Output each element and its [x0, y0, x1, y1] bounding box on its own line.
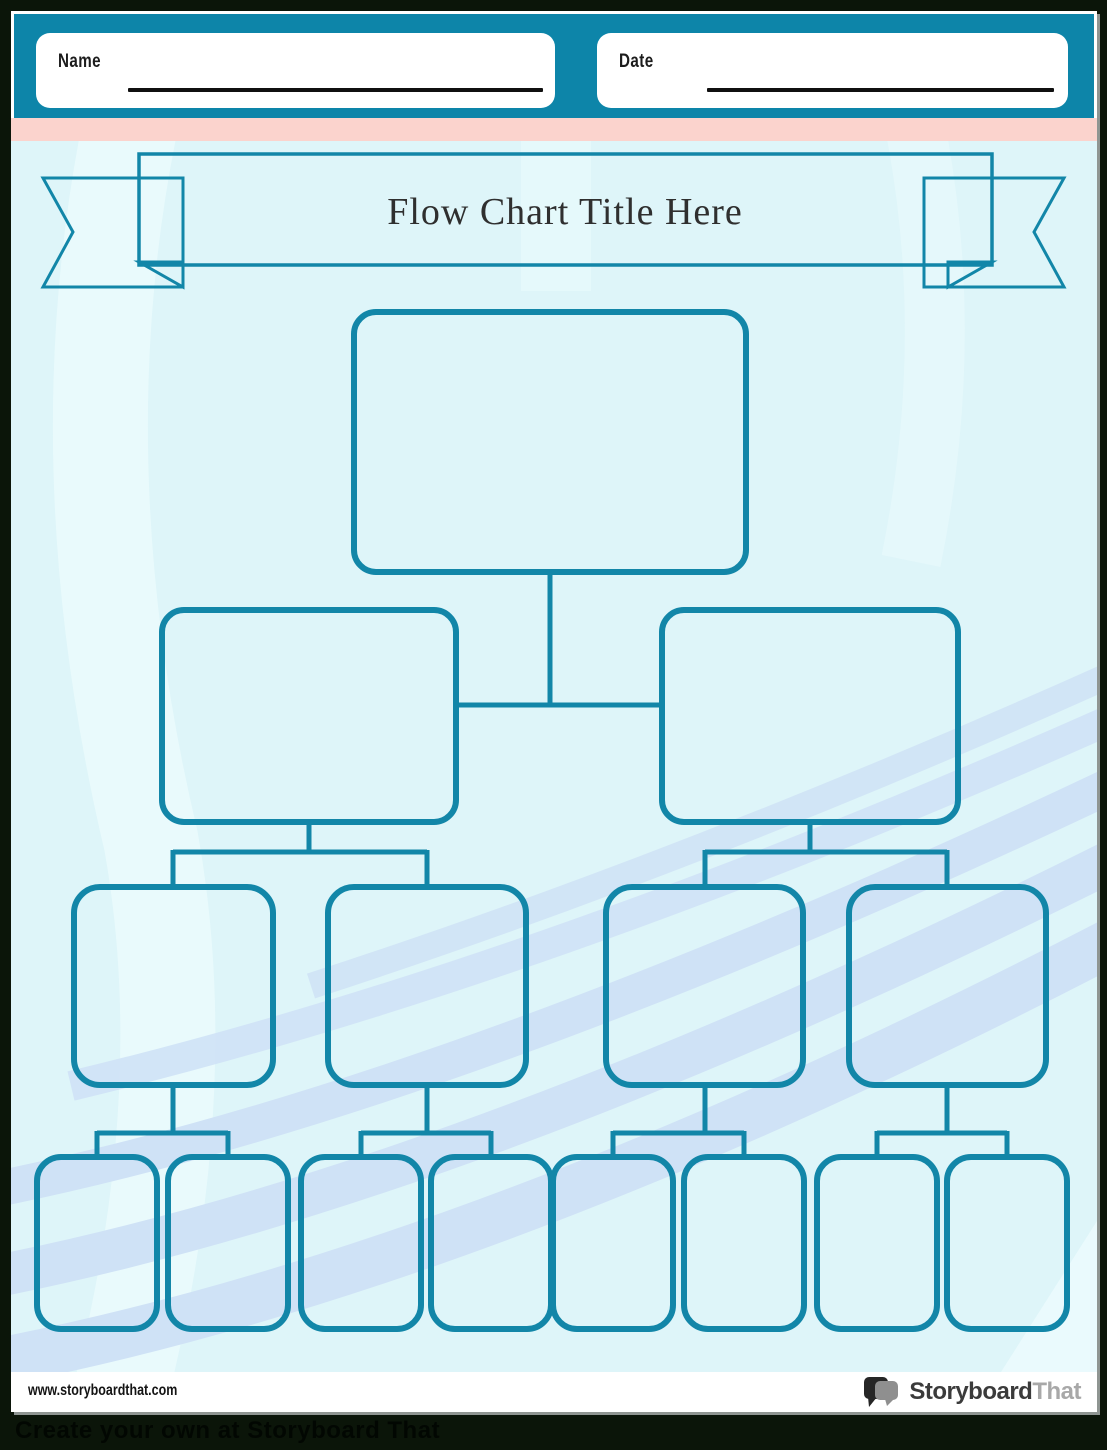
flow-chart-title: Flow Chart Title Here — [387, 191, 743, 233]
accent-stripe — [11, 118, 1097, 141]
flowchart-canvas: Flow Chart Title Here — [11, 141, 1097, 1372]
flowchart-box-level2-b[interactable] — [659, 607, 961, 825]
flowchart-box-level3-a[interactable] — [71, 884, 276, 1088]
ribbon-fold-left — [133, 260, 185, 290]
flowchart-box-level4-1[interactable] — [34, 1154, 160, 1332]
date-label: Date — [619, 51, 654, 72]
flowchart-box-level1[interactable] — [351, 309, 749, 575]
date-underline-field[interactable] — [707, 88, 1054, 92]
flowchart-box-level3-c[interactable] — [603, 884, 806, 1088]
website-url[interactable]: www.storyboardthat.com — [28, 1382, 178, 1399]
ribbon-tail-right — [922, 176, 1067, 289]
flowchart-box-level4-2[interactable] — [165, 1154, 291, 1332]
flowchart-box-level4-5[interactable] — [550, 1154, 676, 1332]
name-label: Name — [58, 51, 101, 72]
flowchart-box-level4-6[interactable] — [681, 1154, 807, 1332]
create-your-own-watermark: Create your own at Storyboard That — [15, 1417, 441, 1444]
header-bar: Name Date — [14, 14, 1094, 118]
flowchart-box-level4-8[interactable] — [944, 1154, 1070, 1332]
storyboardthat-logo-text: StoryboardThat — [909, 1378, 1081, 1405]
ribbon-tail-left — [40, 176, 185, 289]
date-field[interactable]: Date — [597, 33, 1068, 108]
flowchart-box-level4-7[interactable] — [814, 1154, 940, 1332]
footer-bar: www.storyboardthat.com StoryboardThat — [11, 1372, 1097, 1412]
worksheet-page: Name Date — [11, 11, 1097, 1412]
flowchart-box-level3-b[interactable] — [325, 884, 529, 1088]
banner-rect — [137, 152, 994, 267]
flowchart-box-level3-d[interactable] — [846, 884, 1049, 1088]
name-field[interactable]: Name — [36, 33, 555, 108]
flowchart-box-level2-a[interactable] — [159, 607, 459, 825]
storyboardthat-logo[interactable]: StoryboardThat — [863, 1375, 1081, 1409]
storyboardthat-logo-icon — [864, 1377, 899, 1407]
ribbon-fold-right — [946, 260, 998, 290]
content-area: Flow Chart Title Here — [11, 141, 1097, 1372]
title-banner: Flow Chart Title Here — [40, 152, 1067, 290]
flowchart-box-level4-3[interactable] — [298, 1154, 424, 1332]
name-underline-field[interactable] — [128, 88, 543, 92]
connector-lines — [94, 572, 1010, 1157]
